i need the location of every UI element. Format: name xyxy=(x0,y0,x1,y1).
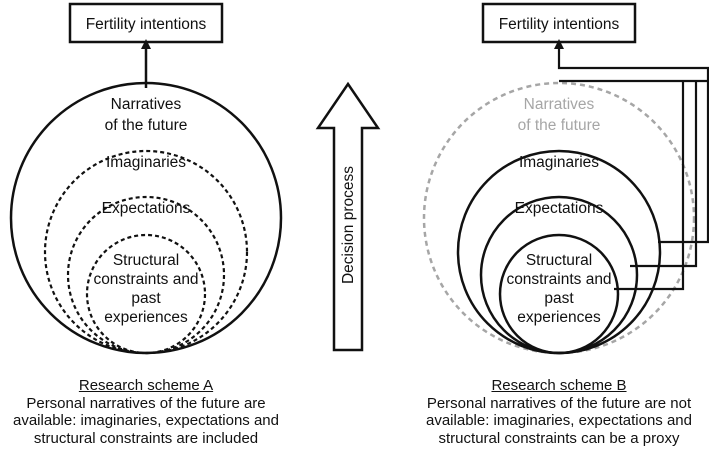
scheme-a-imaginaries-circle xyxy=(43,149,249,355)
scheme-b-connector-expectations xyxy=(630,81,698,268)
scheme-a: Fertility intentions Narratives of the f… xyxy=(9,2,283,355)
scheme-a-caption-line-2: available: imaginaries, expectations and xyxy=(13,412,279,429)
scheme-a-structural-line-2: constraints and xyxy=(93,271,198,288)
scheme-b-structural-line-3: past xyxy=(544,290,574,307)
scheme-a-structural-circle xyxy=(85,233,207,355)
scheme-b-caption: Research scheme B Personal narratives of… xyxy=(394,377,709,447)
scheme-a-caption-title: Research scheme A xyxy=(78,377,214,394)
scheme-a-structural-line-3: past xyxy=(131,290,161,307)
scheme-b-caption-line-2: available: imaginaries, expectations and xyxy=(426,412,692,429)
scheme-b-narratives-line-1: Narratives xyxy=(524,96,595,113)
scheme-a-caption-line-3: structural constraints are included xyxy=(33,429,259,447)
scheme-b-structural-line-4: experiences xyxy=(517,309,601,326)
scheme-b: Fertility intentions Narratives of the f… xyxy=(422,2,709,355)
scheme-b-structural-circle xyxy=(498,233,620,355)
scheme-b-connector-structural xyxy=(614,81,685,291)
scheme-a-caption: Research scheme A Personal narratives of… xyxy=(0,377,311,447)
scheme-a-caption-line-1: Personal narratives of the future are xyxy=(26,394,266,412)
scheme-b-caption-line-3: structural constraints can be a proxy xyxy=(438,429,680,447)
scheme-b-fertility-box xyxy=(481,2,637,44)
scheme-b-caption-title: Research scheme B xyxy=(491,377,627,394)
decision-process-arrow: Decision process xyxy=(315,81,381,352)
scheme-b-expectations-label: Expectations xyxy=(515,200,604,217)
scheme-a-narratives-line-2: of the future xyxy=(105,117,188,134)
decision-process-arrow-shape xyxy=(315,81,381,352)
scheme-b-connector-imaginaries xyxy=(554,39,709,244)
scheme-a-expectations-label: Expectations xyxy=(102,200,191,217)
scheme-b-fertility-label: Fertility intentions xyxy=(499,16,620,33)
scheme-b-structural-line-1: Structural xyxy=(526,252,592,269)
scheme-b-imaginaries-label: Imaginaries xyxy=(519,154,599,171)
scheme-a-narratives-line-1: Narratives xyxy=(111,96,182,113)
decision-process-label: Decision process xyxy=(340,166,357,284)
scheme-b-caption-line-1: Personal narratives of the future are no… xyxy=(426,394,692,412)
scheme-a-imaginaries-label: Imaginaries xyxy=(106,154,186,171)
scheme-b-narratives-line-2: of the future xyxy=(518,117,601,134)
scheme-a-fertility-label: Fertility intentions xyxy=(86,16,207,33)
scheme-a-structural-line-1: Structural xyxy=(113,252,179,269)
scheme-b-structural-line-2: constraints and xyxy=(506,271,611,288)
scheme-a-structural-line-4: experiences xyxy=(104,309,188,326)
